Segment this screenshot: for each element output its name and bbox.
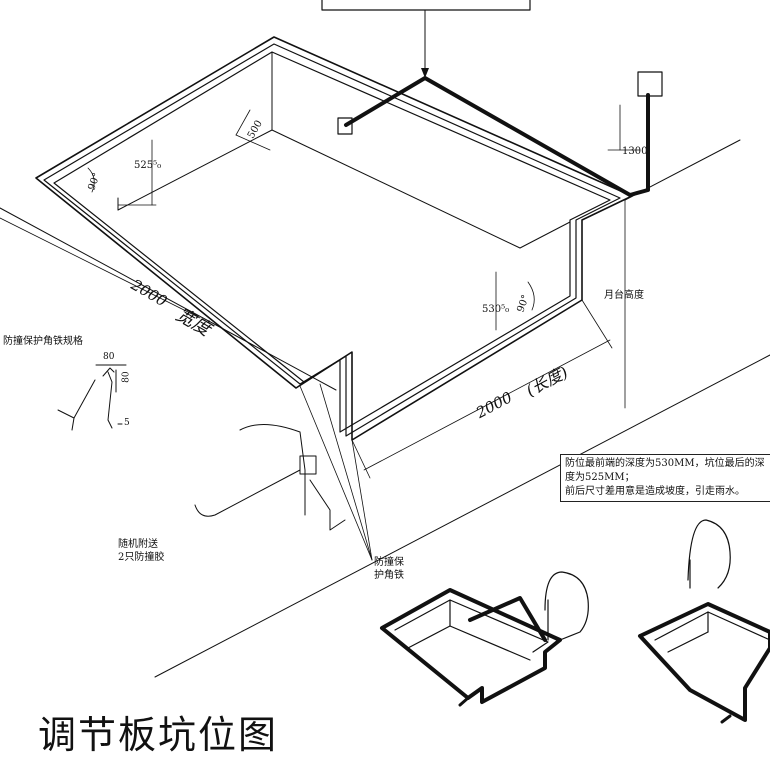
detail-pit-right — [638, 602, 770, 722]
guard-angle-label-line2: 护角铁 — [374, 570, 404, 581]
detail-pit-left — [380, 588, 562, 704]
spec-80-top: 80 — [103, 352, 115, 362]
spec-80-side: 80 — [121, 371, 132, 383]
guard-angle-label-line1: 防撞保 — [374, 557, 404, 568]
conduit-pipe — [344, 76, 650, 197]
spec-5: 5 — [124, 418, 130, 428]
dim-depth-right-label: 530⁵₀ — [482, 304, 510, 315]
slope-note-box: 防位最前端的深度为530MM，坑位最后的深 度为525MM； 前后尺寸差用意是造… — [560, 454, 770, 502]
dim-depth-left-label: 525⁵₀ — [134, 160, 162, 171]
pit-outline-inner — [53, 51, 611, 433]
guard-angle-label: 防撞保 护角铁 — [374, 556, 404, 582]
conduit-entry-plate — [337, 117, 353, 135]
ground-line-upper — [0, 207, 337, 391]
side-junction-box — [299, 455, 317, 475]
bumper-note-line2: 2只防撞胶 — [118, 552, 165, 563]
dim-1300-label: 1300 — [622, 146, 648, 157]
ground-line-lower — [154, 354, 770, 678]
bumper-note-line1: 随机附送 — [118, 539, 158, 550]
guard-angle-spec-title: 防撞保护角铁规格 — [3, 336, 83, 347]
slope-note-line2: 度为525MM； — [565, 472, 635, 483]
guard-angle-spec-sketch — [57, 364, 127, 431]
junction-box-top — [637, 71, 663, 97]
slope-note-line3: 前后尺寸差用意是造成坡度，引走雨水。 — [565, 486, 745, 497]
top-callout-box — [321, 0, 531, 11]
slope-note-line1: 防位最前端的深度为530MM，坑位最后的深 — [565, 458, 765, 469]
platform-height-label: 月台高度 — [604, 290, 644, 301]
diagram-title: 调节板坑位图 — [38, 713, 279, 757]
bumper-note: 随机附送 2只防撞胶 — [118, 538, 164, 564]
